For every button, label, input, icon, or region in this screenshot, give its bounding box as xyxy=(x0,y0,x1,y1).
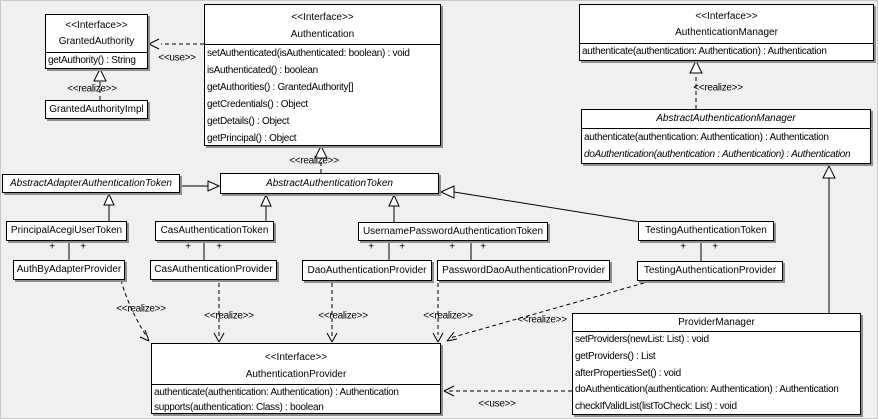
class-name: PasswordDaoAuthenticationProvider xyxy=(442,264,605,276)
class-abstract-authentication-manager[interactable]: AbstractAuthenticationManager authentica… xyxy=(581,109,871,164)
class-principal-acegi-user-token[interactable]: PrincipalAcegiUserToken xyxy=(6,221,127,241)
class-name: CasAuthenticationProvider xyxy=(154,264,273,275)
stereotype: <<Interface>> xyxy=(65,20,128,31)
method: supports(authentication: Class) : boolea… xyxy=(154,402,324,413)
class-name: AuthByAdapterProvider xyxy=(16,264,122,275)
assoc-plus-marker: + xyxy=(449,241,455,253)
class-name: TestingAuthenticationToken xyxy=(645,225,767,236)
edge-realize-abstract-token xyxy=(314,144,328,173)
method: getAuthority() : String xyxy=(48,55,136,66)
edge-label-realize: <<realize>> xyxy=(318,310,368,322)
class-authentication-provider[interactable]: <<Interface>> AuthenticationProvider aut… xyxy=(151,343,441,414)
method: getPrincipal() : Object xyxy=(207,133,297,144)
assoc-plus-marker: + xyxy=(480,241,486,253)
class-password-dao-authentication-provider[interactable]: PasswordDaoAuthenticationProvider xyxy=(437,260,610,281)
class-granted-authority[interactable]: <<Interface>> GrantedAuthority getAuthor… xyxy=(45,14,148,69)
class-name: CasAuthenticationToken xyxy=(160,225,269,236)
method: getAuthorities() : GrantedAuthority[] xyxy=(207,82,354,93)
edge-realize-cas-provider xyxy=(213,283,225,343)
method: setAuthenticated(isAuthenticated: boolea… xyxy=(207,48,410,59)
method: afterPropertiesSet() : void xyxy=(575,367,681,379)
method: isAuthenticated() : boolean xyxy=(207,65,318,76)
edge-label-realize: <<realize>> xyxy=(204,310,254,322)
class-name: ProviderManager xyxy=(678,317,755,328)
method: authenticate(authentication: Authenticat… xyxy=(584,132,829,143)
assoc-plus-marker: + xyxy=(368,241,374,253)
assoc-plus-marker: + xyxy=(712,241,718,253)
class-name: AbstractAuthenticationToken xyxy=(266,177,393,189)
class-name: AuthenticationManager xyxy=(675,27,778,38)
class-abstract-adapter-authentication-token[interactable]: AbstractAdapterAuthenticationToken xyxy=(2,174,180,193)
method: authenticate(authentication: Authenticat… xyxy=(582,46,827,57)
method: getDetails() : Object xyxy=(207,116,290,127)
class-authentication[interactable]: <<Interface>> Authentication setAuthenti… xyxy=(204,4,441,146)
class-name: DaoAuthenticationProvider xyxy=(307,264,427,276)
edge-label-realize: <<realize>> xyxy=(289,155,339,167)
edge-label-realize: <<realize>> xyxy=(423,310,473,322)
class-granted-authority-impl[interactable]: GrantedAuthorityImpl xyxy=(45,100,148,119)
method: getCredentials() : Object xyxy=(207,99,308,110)
assoc-plus-marker: + xyxy=(49,241,55,253)
class-provider-manager[interactable]: ProviderManager setProviders(newList: Li… xyxy=(572,313,861,415)
method: getProviders() : List xyxy=(575,350,656,362)
edge-label-use: <<use>> xyxy=(478,398,516,410)
edge-generalization-testing-token xyxy=(439,185,642,223)
stereotype: <<Interface>> xyxy=(291,12,354,23)
edge-generalization-principal-token xyxy=(103,192,115,221)
edge-generalization-usernamepassword-token xyxy=(388,193,400,222)
assoc-plus-marker: + xyxy=(185,241,191,253)
edge-label-realize: <<realize>> xyxy=(693,82,743,94)
edge-label-realize: <<realize>> xyxy=(517,314,567,326)
class-name: GrantedAuthorityImpl xyxy=(49,103,144,115)
class-username-password-authentication-token[interactable]: UsernamePasswordAuthenticationToken xyxy=(358,222,548,241)
stereotype: <<Interface>> xyxy=(695,11,758,22)
class-auth-by-adapter-provider[interactable]: AuthByAdapterProvider xyxy=(13,260,125,280)
class-name: UsernamePasswordAuthenticationToken xyxy=(362,225,544,237)
edge-use-providermanager-authenticationprovider xyxy=(443,385,572,397)
edge-realize-dao-provider xyxy=(326,283,338,343)
edge-use-authentication-grantedauthority xyxy=(148,38,204,50)
class-cas-authentication-token[interactable]: CasAuthenticationToken xyxy=(155,221,274,241)
edge-realize-passworddao-provider xyxy=(432,283,444,343)
assoc-plus-marker: + xyxy=(216,241,222,253)
method: checkIfValidList(listToCheck: List) : vo… xyxy=(575,401,737,413)
edge-realize-grantedauthorityimpl xyxy=(93,67,107,100)
class-name: AuthenticationProvider xyxy=(245,369,347,380)
edge-label-realize: <<realize>> xyxy=(116,303,166,315)
class-cas-authentication-provider[interactable]: CasAuthenticationProvider xyxy=(150,260,277,280)
class-name: PrincipalAcegiUserToken xyxy=(10,225,123,236)
class-authentication-manager[interactable]: <<Interface>> AuthenticationManager auth… xyxy=(579,4,874,61)
class-name: TestingAuthenticationProvider xyxy=(643,265,777,276)
edge-realize-authbyadapter xyxy=(120,279,150,342)
method: doAuthentication(authentication : Authen… xyxy=(584,149,851,160)
assoc-plus-marker: + xyxy=(399,241,405,253)
class-abstract-authentication-token[interactable]: AbstractAuthenticationToken xyxy=(220,173,439,194)
class-name: Authentication xyxy=(290,29,355,40)
edge-label-realize: <<realize>> xyxy=(67,83,117,95)
edge-realize-testing-provider xyxy=(446,280,652,342)
edge-generalization-cas-token xyxy=(260,193,272,221)
method: doAuthentication(authentication: Authent… xyxy=(575,384,839,396)
class-testing-authentication-provider[interactable]: TestingAuthenticationProvider xyxy=(637,261,783,281)
edge-realize-abstract-manager xyxy=(689,59,703,109)
assoc-plus-marker: + xyxy=(80,241,86,253)
class-name: AbstractAuthenticationManager xyxy=(656,113,796,124)
assoc-plus-marker: + xyxy=(680,241,686,253)
class-name: AbstractAdapterAuthenticationToken xyxy=(10,177,172,189)
edge-label-use: <<use>> xyxy=(158,52,196,64)
edge-generalization-provider-manager xyxy=(822,164,836,313)
stereotype: <<Interface>> xyxy=(264,352,328,363)
class-dao-authentication-provider[interactable]: DaoAuthenticationProvider xyxy=(302,260,432,281)
class-name: GrantedAuthority xyxy=(58,36,135,47)
edge-generalization-adapter-token xyxy=(180,180,221,192)
method: authenticate(authentication: Authenticat… xyxy=(154,387,399,398)
class-testing-authentication-token[interactable]: TestingAuthenticationToken xyxy=(638,221,774,241)
method: setProviders(newList: List) : void xyxy=(575,334,709,345)
